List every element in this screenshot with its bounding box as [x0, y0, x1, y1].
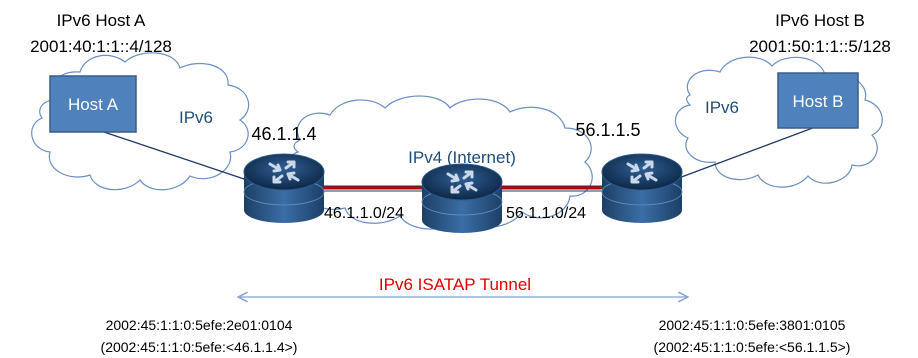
isatap-left-format: (2002:45:1:1:0:5efe:<46.1.1.4>) [101, 339, 298, 355]
host-b-box [777, 72, 859, 129]
router-arrows-icon [268, 160, 300, 184]
link-hostA-router [97, 129, 263, 186]
isatap-right-format: (2002:45:1:1:0:5efe:<56.1.1.5>) [654, 339, 851, 355]
host-a-title: IPv6 Host A [57, 11, 146, 30]
subnet-right: 56.1.1.0/24 [506, 205, 586, 222]
router-arrows-icon [626, 160, 658, 184]
host-b-box-label: Host B [792, 92, 843, 111]
router-right [601, 153, 683, 223]
tunnel-label: IPv6 ISATAP Tunnel [379, 275, 531, 294]
router-left [243, 153, 325, 223]
router-right-ip: 56.1.1.5 [575, 120, 640, 140]
host-b-title: IPv6 Host B [775, 11, 865, 30]
host-a-address: 2001:40:1:1::4/128 [30, 37, 172, 56]
host-a-box [49, 75, 137, 133]
isatap-left: 2002:45:1:1:0:5efe:2e01:0104 [106, 317, 293, 333]
link-hostB-router [659, 125, 819, 186]
cloud-center-label: IPv4 (Internet) [408, 148, 516, 167]
link-center-right [498, 185, 606, 192]
router-center [421, 163, 503, 233]
router-arrows-icon [446, 170, 478, 194]
cloud-left-label: IPv6 [179, 108, 213, 127]
cloud-right-label: IPv6 [705, 98, 739, 117]
link-left-center [322, 185, 428, 192]
isatap-right: 2002:45:1:1:0:5efe:3801:0105 [659, 317, 846, 333]
subnet-left: 46.1.1.0/24 [324, 205, 404, 222]
host-a-box-label: Host A [68, 95, 119, 114]
host-b-address: 2001:50:1:1::5/128 [749, 37, 891, 56]
router-left-ip: 46.1.1.4 [251, 124, 316, 144]
